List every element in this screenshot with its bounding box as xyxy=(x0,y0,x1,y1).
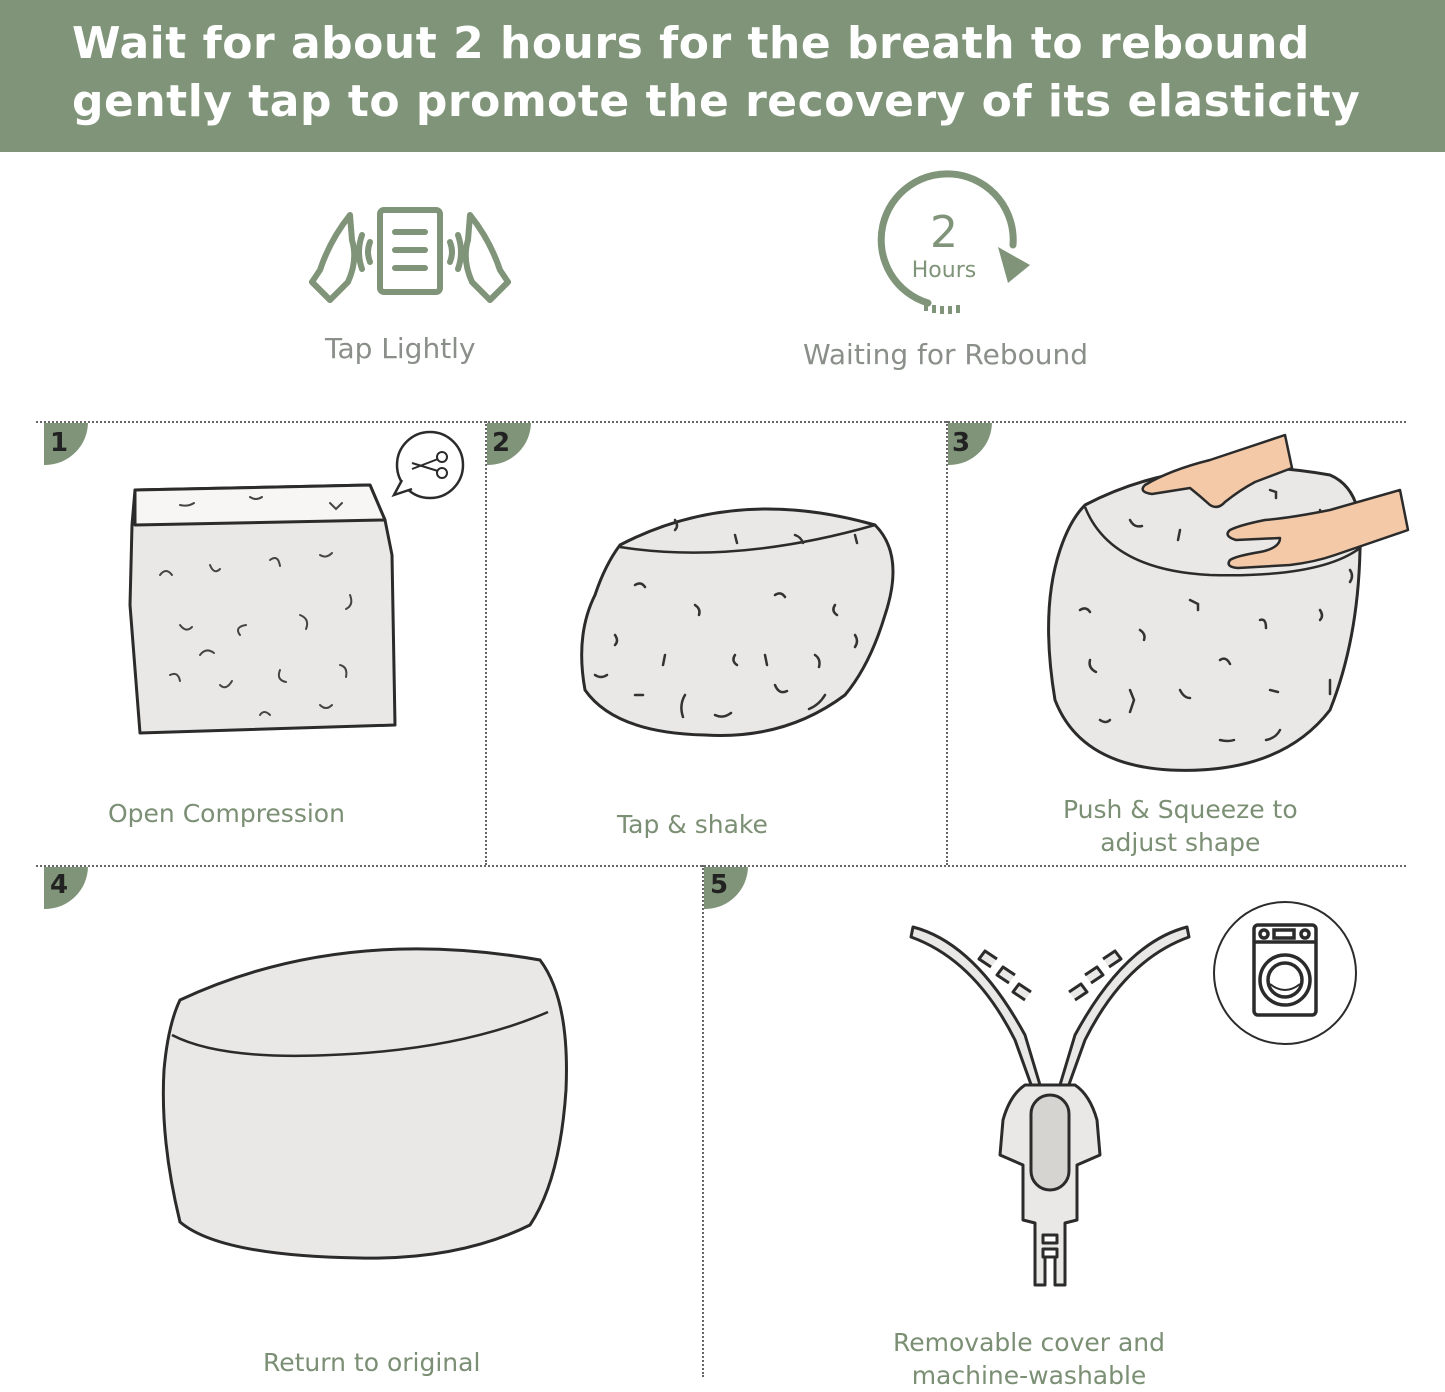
step-3-label-line-1: Push & Squeeze to xyxy=(1063,795,1298,824)
step-number-2: 2 xyxy=(492,428,511,458)
grid-line-top xyxy=(36,421,1406,423)
step-3-label-line-2: adjust shape xyxy=(1100,828,1261,857)
header-banner: Wait for about 2 hours for the breath to… xyxy=(0,0,1445,152)
clock-unit: Hours xyxy=(912,258,976,283)
grid-line-middle xyxy=(36,865,1406,867)
step-badge-4 xyxy=(44,867,88,909)
step-number-4: 4 xyxy=(50,870,69,900)
step-number-1: 1 xyxy=(50,428,69,458)
clock-rebound-icon: 2 Hours xyxy=(877,170,1030,314)
tap-lightly-label: Tap Lightly xyxy=(325,332,476,365)
squeeze-pouf-illustration xyxy=(1047,433,1410,772)
grid-line-v2 xyxy=(946,421,948,865)
hands-tap-icon xyxy=(309,207,511,303)
step-number-5: 5 xyxy=(710,870,729,900)
clock-number: 2 xyxy=(930,207,958,258)
step-5-label: Removable cover and machine-washable xyxy=(893,1326,1165,1392)
compressed-cube-illustration xyxy=(128,430,465,735)
step-number-3: 3 xyxy=(952,428,971,458)
grid-line-v3 xyxy=(702,865,704,1377)
step-badge-1 xyxy=(44,423,88,465)
step-4-label: Return to original xyxy=(263,1348,481,1377)
finished-pouf-illustration xyxy=(161,947,568,1260)
waiting-rebound-label: Waiting for Rebound xyxy=(803,338,1089,371)
step-badge-2 xyxy=(487,423,531,465)
expanding-pouf-illustration xyxy=(580,507,895,737)
washing-machine-icon xyxy=(1213,901,1357,1045)
grid-line-v1 xyxy=(485,421,487,865)
step-5-label-line-1: Removable cover and xyxy=(893,1328,1166,1357)
zipper-illustration xyxy=(909,925,1191,1287)
step-3-label: Push & Squeeze to adjust shape xyxy=(1063,793,1298,859)
step-badge-3 xyxy=(948,423,992,465)
banner-line-2: gently tap to promote the recovery of it… xyxy=(72,76,1361,127)
step-2-label: Tap & shake xyxy=(617,810,768,839)
step-5-label-line-2: machine-washable xyxy=(911,1361,1147,1390)
banner-line-1: Wait for about 2 hours for the breath to… xyxy=(72,18,1310,69)
step-1-label: Open Compression xyxy=(108,799,345,828)
step-badge-5 xyxy=(704,867,748,909)
